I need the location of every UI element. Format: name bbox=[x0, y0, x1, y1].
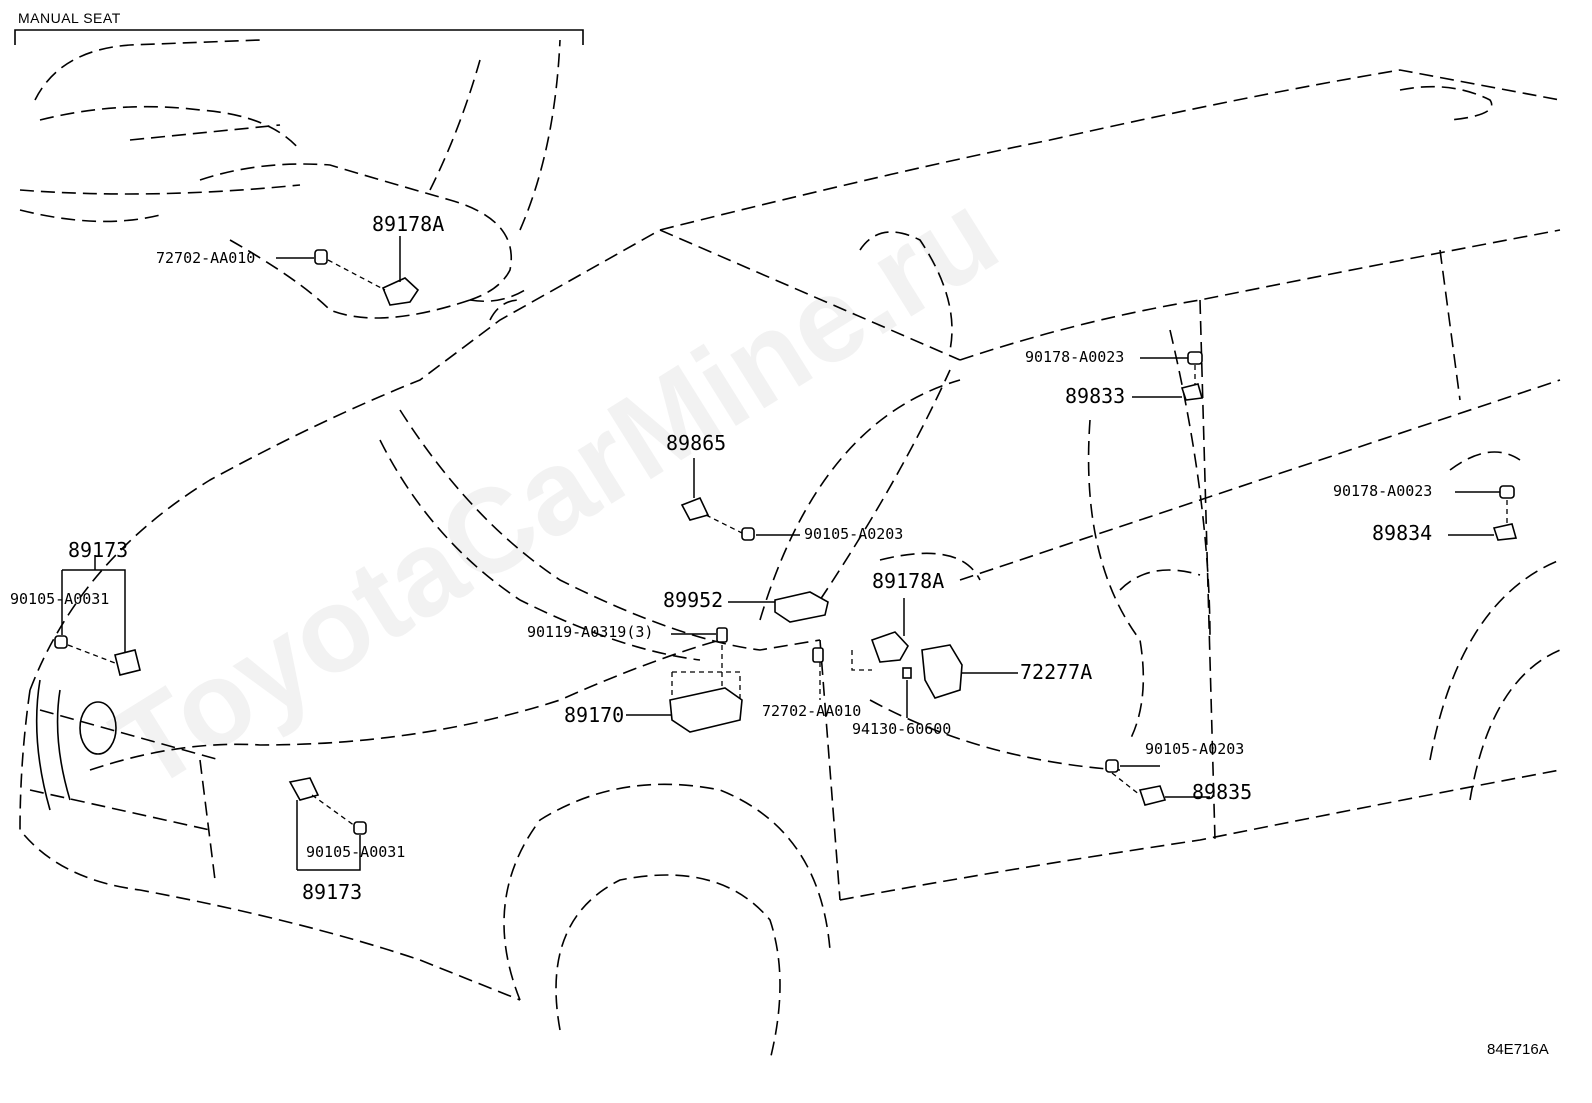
label-89833: 89833 bbox=[1065, 384, 1126, 408]
front-impact-sensor-left bbox=[54, 555, 141, 676]
label-89170: 89170 bbox=[564, 703, 625, 727]
label-72277A: 72277A bbox=[1020, 660, 1093, 684]
label-inset-89178A: 89178A bbox=[372, 212, 445, 236]
label-90105-A0031-left: 90105-A0031 bbox=[10, 590, 110, 608]
label-90105-A0203-bottom: 90105-A0203 bbox=[1145, 740, 1245, 758]
seat-position-sensor-89178A bbox=[812, 598, 909, 700]
label-90178-A0023-right: 90178-A0023 bbox=[1333, 482, 1433, 500]
front-impact-sensor-bottom bbox=[288, 777, 367, 871]
label-89834: 89834 bbox=[1372, 521, 1433, 545]
inset-frame bbox=[14, 29, 584, 45]
side-sensor-89834 bbox=[1448, 485, 1518, 541]
inset-title: MANUAL SEAT bbox=[18, 10, 121, 26]
label-72702-AA010: 72702-AA010 bbox=[762, 702, 862, 720]
label-89173-top: 89173 bbox=[68, 538, 129, 562]
front-wheel-arch bbox=[503, 783, 831, 1061]
label-90105-A0031-bottom: 90105-A0031 bbox=[306, 843, 406, 861]
label-89178A: 89178A bbox=[872, 569, 945, 593]
occupant-sensor-89952 bbox=[728, 591, 829, 623]
label-90119-A0319: 90119-A0319(3) bbox=[527, 623, 654, 641]
inset-seat-sensor-drawing bbox=[276, 236, 420, 306]
inset-seat-outline bbox=[19, 39, 561, 319]
label-89952: 89952 bbox=[663, 588, 724, 612]
label-89173-bottom: 89173 bbox=[302, 880, 363, 904]
label-89865: 89865 bbox=[666, 431, 727, 455]
label-89835: 89835 bbox=[1192, 780, 1253, 804]
diagram-code: 84E716A bbox=[1487, 1041, 1549, 1058]
label-94130-60600: 94130-60600 bbox=[852, 720, 952, 738]
rear-wheel-arch bbox=[1429, 559, 1561, 801]
side-sensor-89865 bbox=[680, 458, 800, 541]
label-90178-A0023-top: 90178-A0023 bbox=[1025, 348, 1125, 366]
label-90105-A0203-top: 90105-A0203 bbox=[804, 525, 904, 543]
vehicle-body-outline bbox=[19, 69, 1561, 1001]
side-sensor-89833 bbox=[1132, 351, 1204, 401]
side-sensor-89835 bbox=[1105, 759, 1210, 806]
seat-track-72277A bbox=[902, 644, 1018, 718]
airbag-ecu-89170 bbox=[626, 627, 743, 733]
headlamp bbox=[35, 679, 117, 811]
label-inset-72702-AA010: 72702-AA010 bbox=[156, 249, 256, 267]
